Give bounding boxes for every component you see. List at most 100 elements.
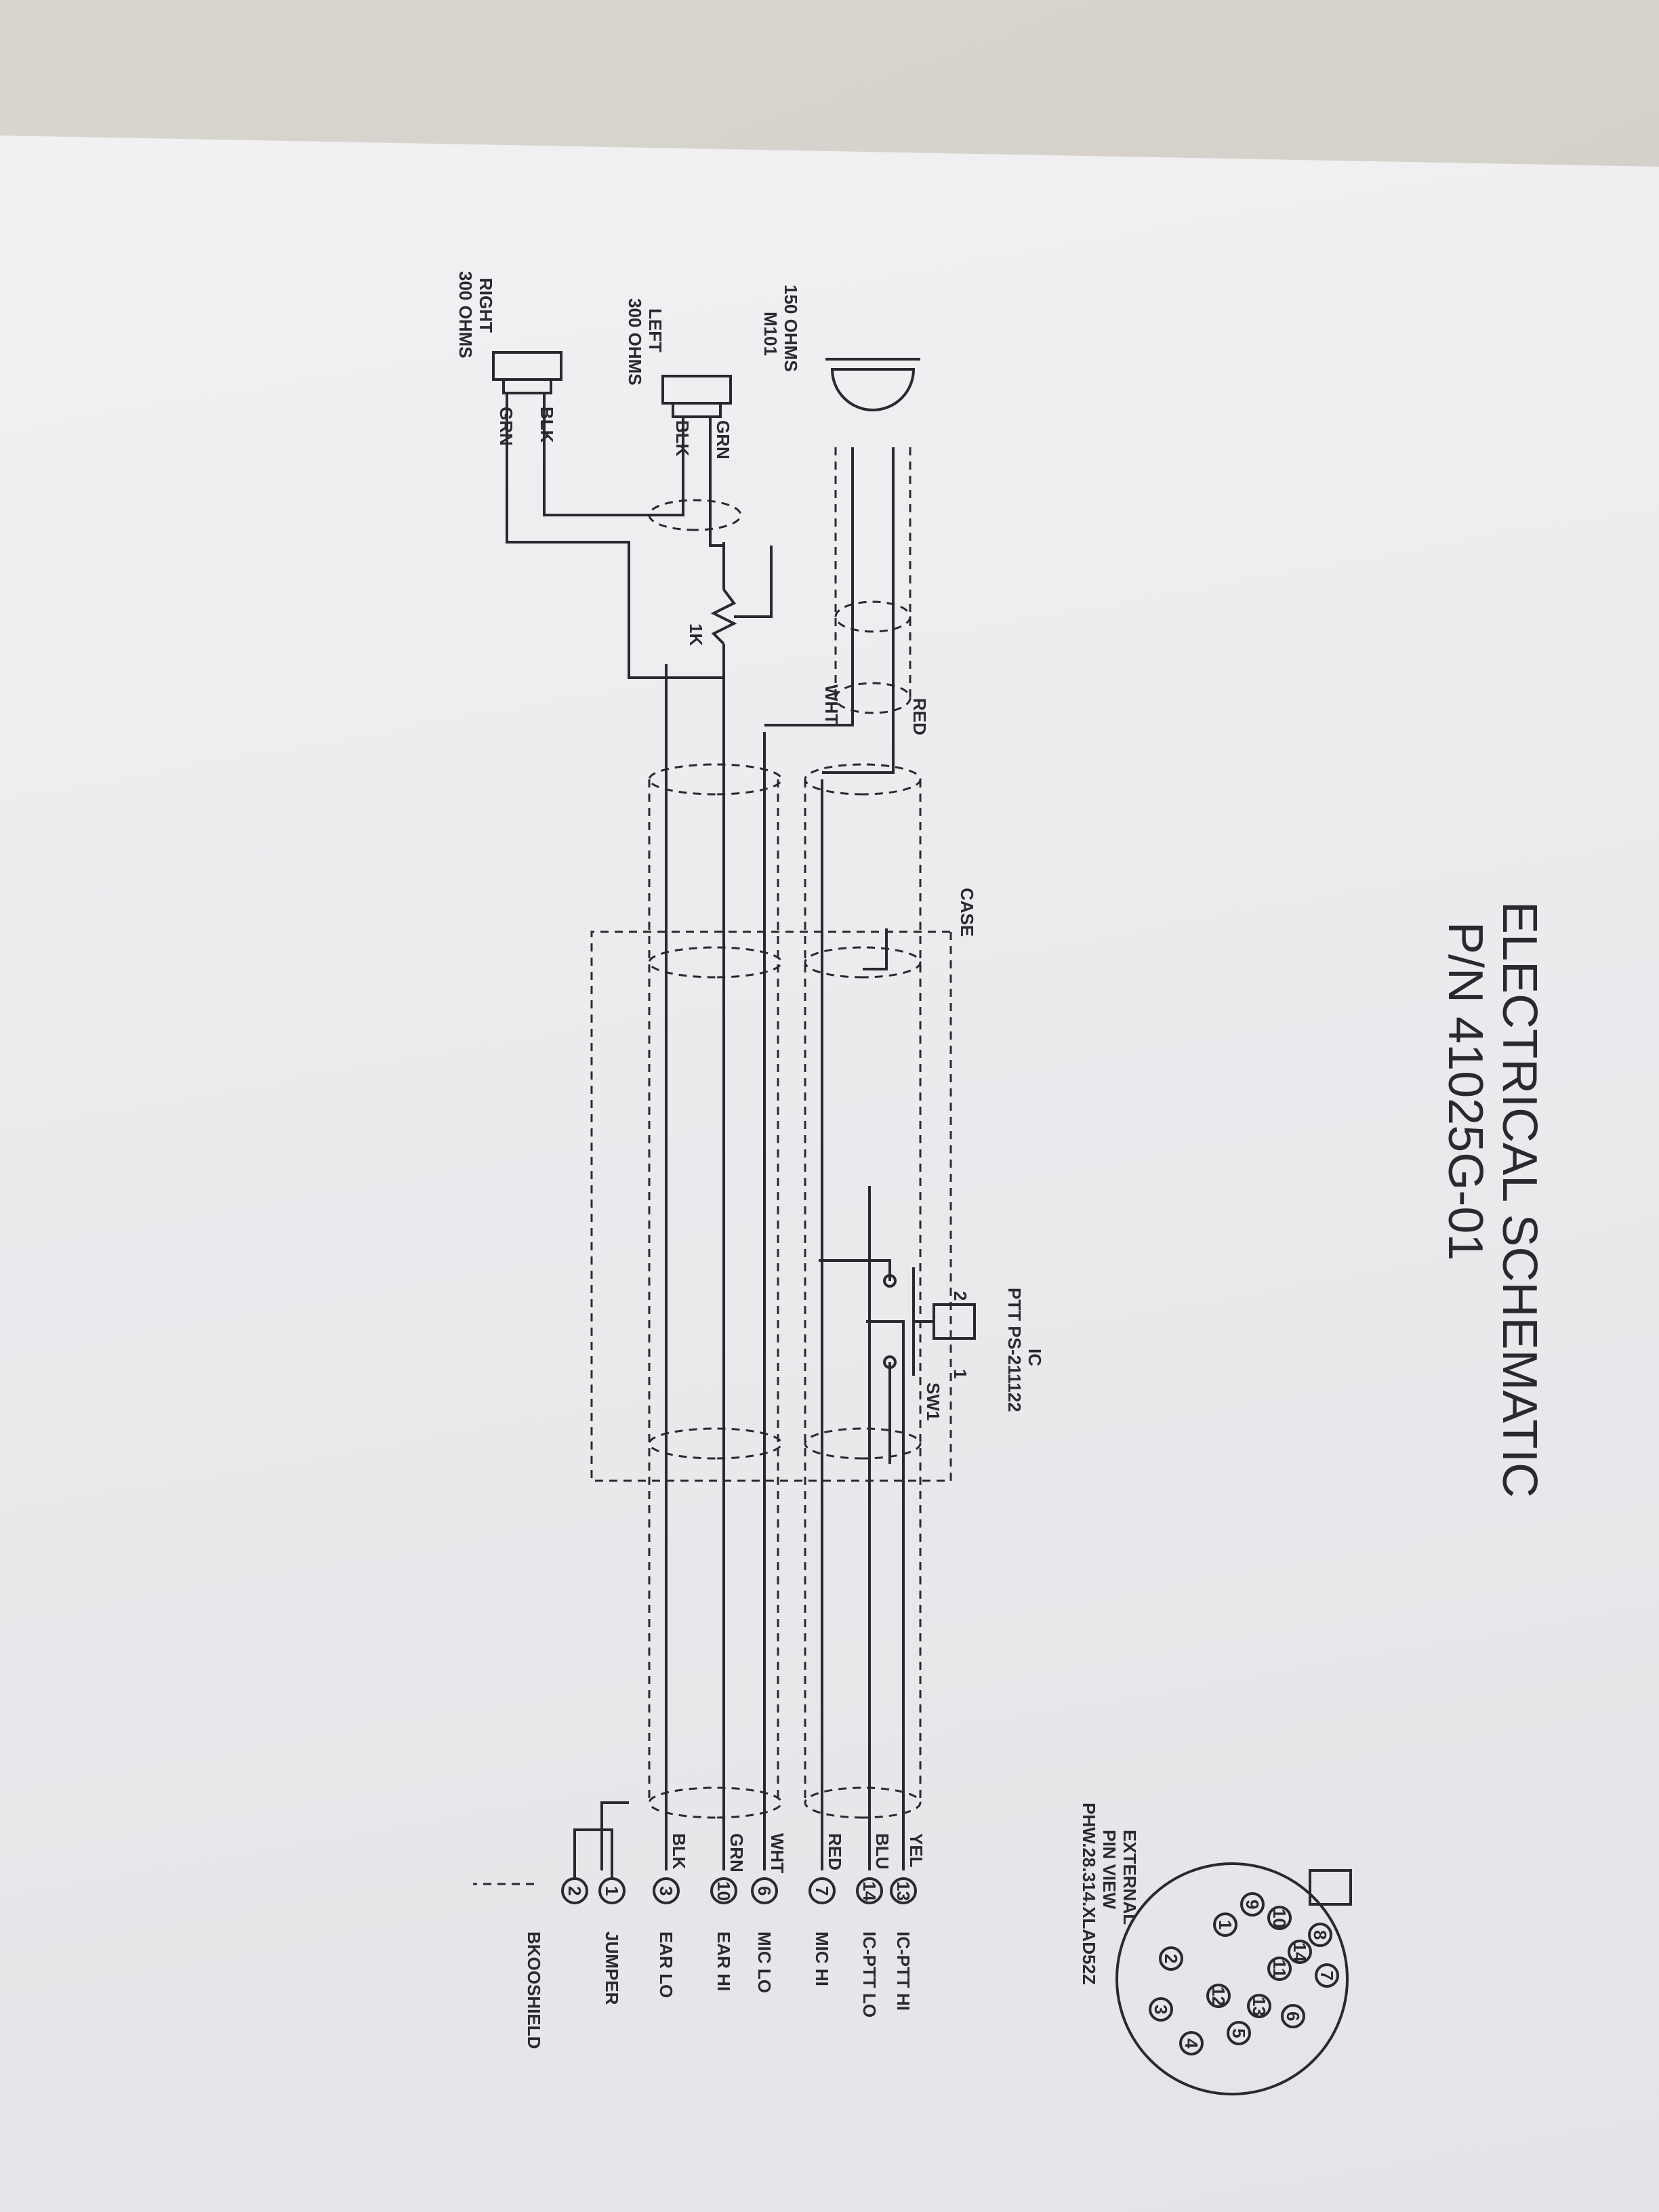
connector-pin-label: 4 [1181, 2039, 1202, 2049]
shield-ellipse [804, 946, 922, 979]
earphone-right: 300 OHMS RIGHT BLK GRN [455, 271, 724, 679]
connector-pin-6 [1281, 2004, 1305, 2028]
shield-drain-wire [600, 1801, 629, 1870]
connector-pin-12 [1206, 1984, 1231, 2008]
pin-signal-name: MIC HI [812, 1931, 832, 1986]
ear-right-value: 300 OHMS [455, 271, 476, 359]
pin-signal-name: JUMPER [602, 1931, 622, 2005]
connector-pin-7 [1315, 1963, 1339, 1988]
case-ground-wire [863, 928, 888, 970]
ear-right-wire-a: BLK [537, 407, 557, 443]
shield-ellipse [648, 763, 783, 796]
mic-symbol [830, 368, 916, 411]
mic-ref: M101 [760, 312, 781, 356]
connector-pin-4 [1179, 2031, 1204, 2055]
earphone-left: 300 OHMS LEFT GRN BLK [625, 298, 733, 547]
pin-circle [710, 1877, 737, 1904]
pin-signal-name: MIC LO [754, 1931, 775, 1993]
ptt-switch: 2 1 IC PTT PS-211122 SW1 [819, 1259, 1045, 1464]
pin-circle [856, 1877, 883, 1904]
switch-pin1-label: 1 [950, 1369, 970, 1378]
switch-ref: SW1 [923, 1382, 943, 1420]
pin-wire-color: BLU [872, 1833, 893, 1869]
mic-wire-lo-label: WHT [821, 684, 842, 724]
shield-ellipse [834, 600, 912, 633]
shield-ellipse [804, 1786, 922, 1819]
pin-number: 13 [893, 1881, 914, 1901]
pin-circle [653, 1877, 680, 1904]
connector-pin-label: 1 [1215, 1920, 1235, 1929]
connector-pin-14 [1288, 1940, 1312, 1964]
ear-left-side: LEFT [645, 308, 665, 352]
connector-pin-9 [1240, 1892, 1265, 1917]
connector-pin-10 [1267, 1906, 1292, 1930]
connector-pin-label: 9 [1242, 1900, 1263, 1909]
shield-ellipse [648, 1427, 783, 1460]
connector-pin-5 [1227, 2021, 1251, 2045]
pin-signal-name: BKOOSHIELD [524, 1931, 544, 2049]
cable-shields [648, 447, 922, 1819]
shield-ellipse [834, 682, 912, 714]
case-box [590, 930, 952, 1482]
pin-circle [890, 1877, 917, 1904]
ear-left-value: 300 OHMS [625, 298, 645, 386]
pin-number: 7 [812, 1886, 832, 1896]
shield-ellipse [804, 1427, 922, 1460]
pin-circle [751, 1877, 778, 1904]
pin-wire-color: YEL [906, 1833, 926, 1868]
pot-resistor [710, 588, 737, 645]
pin-number: 10 [714, 1881, 734, 1901]
mic-wire-hi-label: RED [909, 698, 930, 735]
connector-pin-1 [1213, 1912, 1237, 1937]
ear-right-side: RIGHT [476, 278, 496, 333]
pin-signal-name: EAR HI [714, 1931, 734, 1991]
connector-pin-label: 3 [1151, 2005, 1171, 2014]
pin-number: 14 [859, 1881, 880, 1901]
ear-left-wire-a: GRN [713, 420, 733, 459]
connector-pin-8 [1308, 1923, 1332, 1947]
connector-caption-1: EXTERNAL [1120, 1830, 1140, 1925]
potentiometer: 1K [686, 542, 773, 678]
pin-signal-name: IC-PTT LO [859, 1931, 880, 2018]
connector-pin-2 [1159, 1946, 1183, 1971]
connector-caption-2: PIN VIEW [1099, 1830, 1120, 1909]
pot-value: 1K [686, 623, 706, 646]
paper-sheet [0, 136, 1659, 2212]
part-number: P/N 41025G-01 [1438, 922, 1492, 1261]
connector-pin-label: 14 [1290, 1942, 1310, 1962]
connector-pin-label: 5 [1229, 2028, 1249, 2038]
connector-outline [1115, 1862, 1349, 2095]
switch-button [933, 1303, 976, 1340]
pin-wire-color: GRN [726, 1833, 747, 1872]
case-label: CASE [957, 888, 977, 937]
wire-yel-to-switch [866, 1320, 905, 1816]
connector-key [1309, 1869, 1352, 1906]
pin-wire-color: BLK [669, 1833, 689, 1870]
connector-pin-label: 11 [1269, 1959, 1290, 1978]
switch-wire-2 [819, 1259, 891, 1281]
connector-pin-3 [1149, 1997, 1173, 2022]
switch-pin2-label: 2 [950, 1291, 970, 1300]
pin-signal-name: IC-PTT HI [893, 1931, 914, 2011]
pin-number: 2 [565, 1886, 585, 1896]
schematic-title: ELECTRICAL SCHEMATIC [1492, 901, 1547, 1498]
connector-pin-label: 8 [1310, 1930, 1330, 1940]
mic-value: 150 OHMS [781, 285, 801, 372]
ear-left-symbol [661, 375, 732, 405]
connector-pin-13 [1247, 1994, 1271, 2018]
pin-number: 1 [602, 1886, 622, 1896]
shield-ellipse [648, 1786, 783, 1819]
pin-wire-color: WHT [767, 1833, 787, 1873]
pin-wire-color: RED [825, 1833, 845, 1870]
pin-number: 6 [754, 1886, 775, 1896]
microphone: M101 150 OHMS RED WHT [760, 285, 930, 774]
jumper-wire [573, 1828, 613, 1879]
pin-circle [808, 1877, 836, 1904]
connector-pin-label: 2 [1161, 1954, 1181, 1963]
ear-right-symbol [492, 351, 562, 381]
